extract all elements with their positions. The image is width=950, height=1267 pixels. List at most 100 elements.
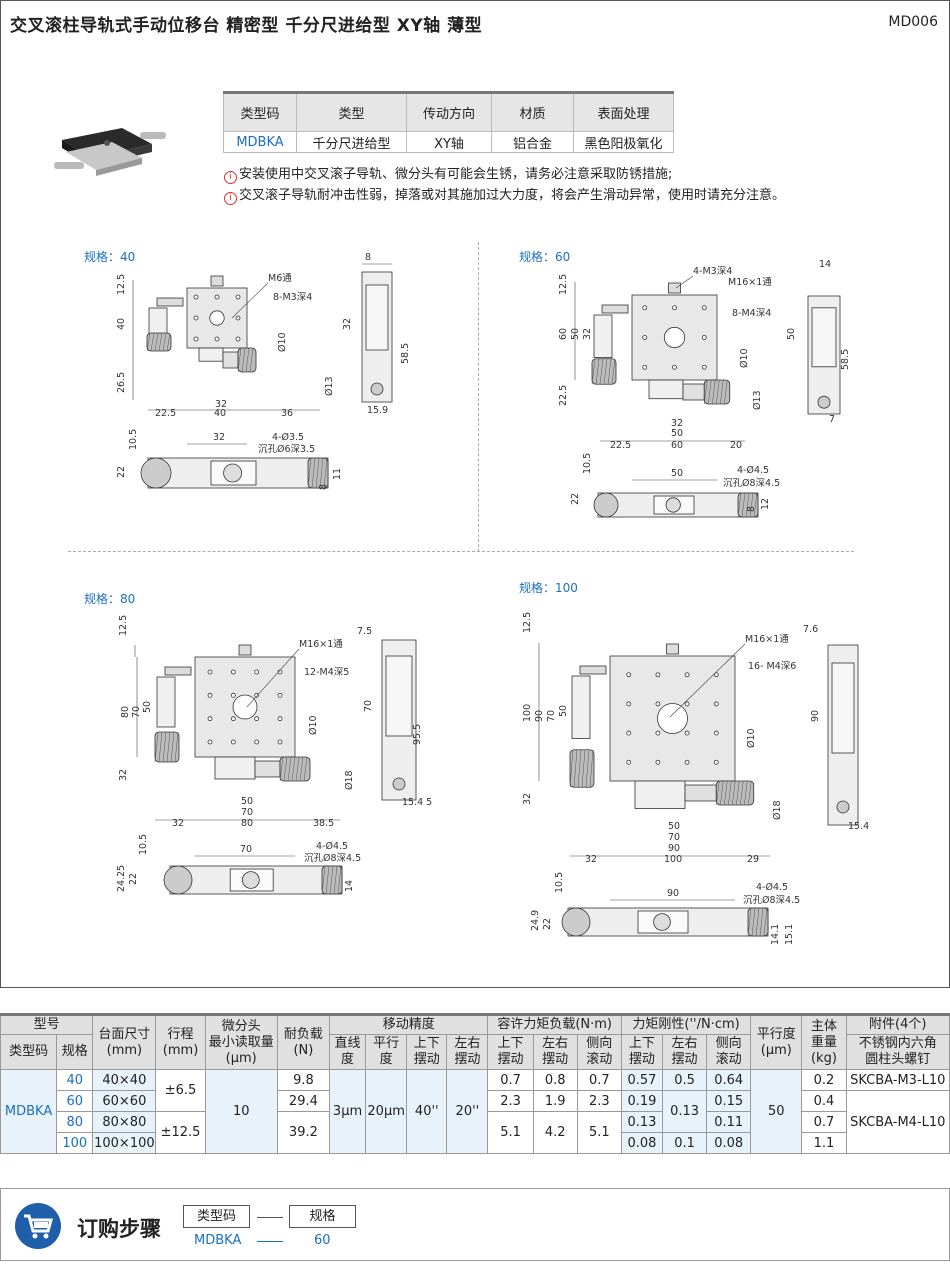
dimension-label: 8-M3深4 (273, 292, 312, 303)
hole (836, 800, 850, 814)
dimension-label: 90 (534, 710, 545, 722)
knurl-line (295, 756, 300, 782)
knurl-line (325, 865, 330, 895)
part-outline (666, 643, 679, 655)
knurl-line (287, 756, 292, 782)
knurl-line (333, 865, 338, 895)
knurl-line (249, 347, 254, 373)
dimension-label: 22 (128, 873, 139, 885)
dimension-line (231, 282, 269, 319)
dimension-label: 沉孔Ø8深4.5 (723, 478, 780, 489)
dimension-label: Ø13 (752, 390, 763, 410)
dimension-label: 32 (215, 399, 227, 410)
dimension-label: 58.5 (840, 349, 851, 370)
hole (214, 294, 220, 300)
spec-table: 型号 台面尺寸 (mm) 行程 (mm) 微分头 最小读取量 (μm) 耐负载 … (0, 1013, 950, 1154)
th-sub: 侧向 滚动 (576, 1034, 622, 1070)
dimension-label: 50 (558, 705, 569, 717)
hole (626, 759, 632, 765)
th-parallelism: 平行度 (μm) (750, 1013, 803, 1070)
hole (230, 739, 236, 745)
dimension-label: 50 (671, 468, 683, 479)
part-outline (385, 655, 413, 737)
hole (701, 305, 707, 311)
knurl-line (311, 457, 316, 489)
dimension-label: 8 (746, 506, 757, 512)
hole (163, 865, 193, 895)
dimension-label: M6通 (268, 273, 292, 284)
knurl-line (162, 332, 167, 352)
hole (193, 294, 199, 300)
th-sub: 上下 摆动 (406, 1034, 448, 1070)
dimension-label: 15.4 (848, 821, 869, 832)
knurl-line (728, 780, 732, 806)
spec-label-100: 规格：100 (519, 581, 578, 595)
knurl-line (589, 749, 594, 788)
dimension-label: 10.5 (128, 429, 139, 450)
knurl-line (158, 332, 163, 352)
hole (701, 364, 707, 370)
dimension-label: Ø10 (739, 348, 750, 368)
order-steps: 订购步骤 类型码 规格 MDBKA 60 (0, 1188, 950, 1261)
hole (713, 672, 719, 678)
dimension-label: 50 (671, 428, 683, 439)
dimension-label: 90 (810, 710, 821, 722)
knurl-line (716, 379, 720, 405)
dimension-line (675, 275, 694, 289)
hole (254, 669, 260, 675)
hole (254, 692, 260, 698)
dimension-label: 22 (116, 466, 127, 478)
hole (235, 294, 241, 300)
part-outline (593, 314, 613, 358)
dimension-label: 70 (241, 807, 253, 818)
dimension-label: 95.5 (412, 724, 423, 745)
knurl-line (736, 780, 740, 806)
dimension-label: 7 (829, 414, 835, 425)
dimension-label: 80 (241, 818, 253, 829)
knurl-line (158, 731, 163, 763)
knurl-line (299, 756, 304, 782)
th-sub: 侧向 滚动 (706, 1034, 752, 1070)
drawing-divider (68, 551, 854, 552)
th-sub: 上下 摆动 (487, 1034, 534, 1070)
part-outline (198, 347, 224, 362)
dimension-label: 70 (240, 844, 252, 855)
hole (235, 336, 241, 342)
dimension-label: 32 (172, 818, 184, 829)
dimension-label: 26.5 (116, 372, 127, 393)
th-sub: 左右 摆动 (661, 1034, 708, 1070)
th-sub: 直线 度 (328, 1034, 367, 1070)
dimension-label: 12 (760, 498, 771, 510)
hole (254, 716, 260, 722)
hole (655, 759, 661, 765)
attr-header: 材质 (491, 91, 574, 132)
th-table-size: 台面尺寸 (mm) (92, 1013, 157, 1070)
page-title: 交叉滚柱导轨式手动位移台 精密型 千分尺进给型 XY轴 薄型 (10, 16, 483, 36)
dimension-label: 22 (542, 918, 553, 930)
dimension-label: 沉孔Ø8深4.5 (304, 853, 361, 864)
th-sub: 左右 摆动 (446, 1034, 489, 1070)
part-outline (238, 644, 252, 656)
hole (672, 305, 677, 311)
dimension-label: 32 (213, 432, 225, 443)
knurl-line (241, 347, 246, 373)
knurl-line (753, 492, 758, 518)
knurl-line (720, 379, 724, 405)
cart-icon (15, 1203, 61, 1249)
dimension-label: 50 (142, 701, 153, 713)
dimension-label: 15.9 (367, 405, 388, 416)
drawing-divider (478, 242, 479, 552)
hole (657, 703, 688, 734)
dimension-label: 70 (668, 832, 680, 843)
dimension-label: 4-Ø3.5 (272, 432, 304, 443)
knurl-line (712, 379, 716, 405)
attr-header: 表面处理 (573, 91, 674, 132)
hole (235, 315, 241, 321)
dimension-label: 24.9 (530, 910, 541, 931)
part-outline (648, 379, 684, 400)
dimension-label: 70 (546, 710, 557, 722)
order-example-value: 60 (314, 1233, 331, 1248)
dimension-label: 32 (522, 793, 533, 805)
